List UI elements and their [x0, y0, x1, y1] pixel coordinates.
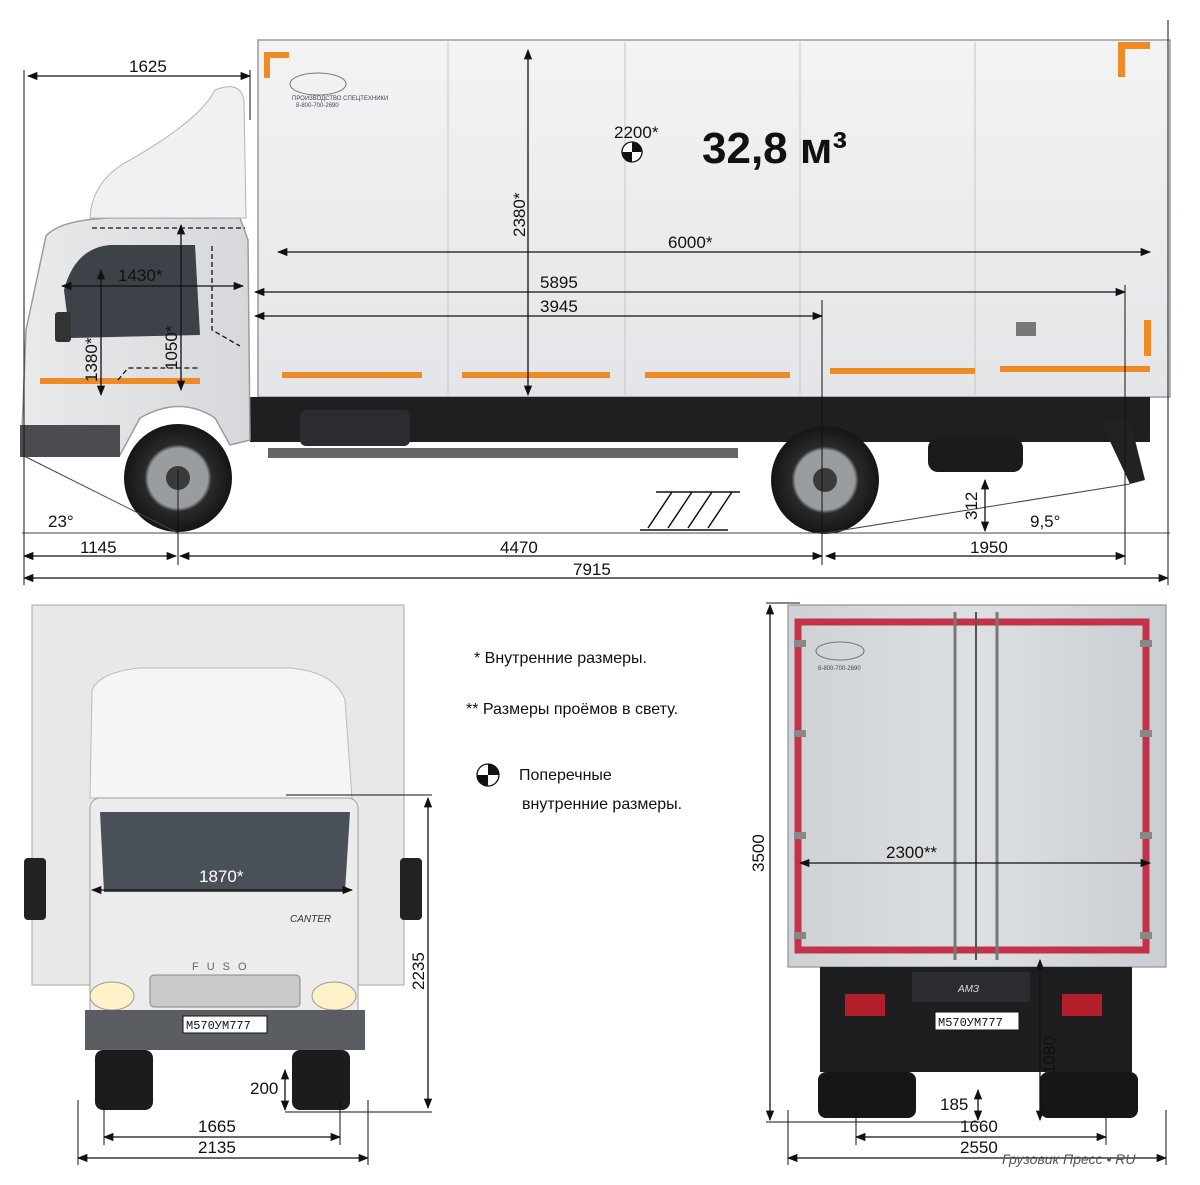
- dim-door-opening-width: 2300**: [886, 843, 937, 862]
- rear-bumper-plate-holder: [912, 972, 1030, 1002]
- rear-maker-logo: 8-800-700-2690: [815, 641, 865, 672]
- side-hatch: [1016, 322, 1036, 336]
- dim-rear-overhang: 1950: [970, 538, 1008, 557]
- rear-view: 8-800-700-2690 АМЗ М570УМ777 2300** 3500…: [749, 602, 1168, 1165]
- dim-departure-angle: 9,5°: [1030, 512, 1060, 531]
- orange-reflector-strips: [264, 42, 1151, 378]
- front-roof-deflector: [89, 667, 353, 799]
- svg-text:8-800-700-2690: 8-800-700-2690: [818, 666, 861, 672]
- front-plate-text: М570УМ777: [186, 1019, 251, 1033]
- front-right-tire: [292, 1050, 350, 1110]
- dim-height-2235: 2235: [409, 952, 428, 990]
- dim-track-rear: 1660: [960, 1117, 998, 1136]
- front-view: FUSO CANTER М570УМ777 1870* 2235 200 166…: [24, 604, 433, 1165]
- rear-right-light: [1062, 994, 1102, 1016]
- rear-left-light: [845, 994, 885, 1016]
- legend-line-3b: внутренние размеры.: [522, 796, 682, 813]
- left-headlight: [89, 981, 135, 1011]
- rear-logo: АМЗ: [957, 984, 979, 995]
- dim-cab-inner-width: 1430*: [118, 266, 163, 285]
- ground-hatch-icon: [640, 491, 740, 531]
- watermark: Грузовик Пресс • RU: [1002, 1151, 1136, 1167]
- volume-label: 32,8 м³: [702, 124, 847, 173]
- approach-line: [21, 454, 179, 534]
- dim-floor-height: 1080: [1040, 1036, 1059, 1074]
- dim-overall-height: 3500: [749, 834, 768, 872]
- box-transverse-icon: [621, 141, 643, 163]
- rear-right-tires: [1040, 1072, 1138, 1118]
- cargo-box: [257, 39, 1171, 398]
- departure-line: [824, 483, 1131, 534]
- dim-cab-inner-width-front: 1870*: [199, 867, 244, 886]
- cab-orange-stripe: [40, 378, 200, 384]
- dim-ground-clearance: 200: [250, 1079, 278, 1098]
- side-dimension-lines: [22, 20, 1170, 585]
- dim-box-transverse: 2200*: [614, 123, 659, 142]
- box-maker-logo: ПРОИЗВОДСТВО СПЕЦТЕХНИКИ 8-800-700-2690: [289, 72, 388, 109]
- svg-text:8-800-700-2690: 8-800-700-2690: [296, 103, 339, 109]
- dim-frame-3945: 3945: [540, 297, 578, 316]
- rear-hub-icon: [813, 468, 837, 492]
- right-headlight: [311, 981, 357, 1011]
- brand-fuso: FUSO: [192, 961, 255, 973]
- legend-line-2: ** Размеры проёмов в свету.: [466, 701, 678, 718]
- box-panel-seams: [447, 42, 976, 395]
- dim-overall-width: 2550: [960, 1138, 998, 1157]
- fuel-tank: [300, 410, 410, 446]
- side-guard: [268, 448, 738, 458]
- dim-front-overhang: 1145: [80, 538, 117, 557]
- roof-deflector: [89, 86, 247, 219]
- mirror-right: [400, 858, 422, 920]
- dim-frame-5895: 5895: [540, 273, 578, 292]
- legend-transverse-icon: [476, 763, 500, 787]
- dim-box-inner-length: 6000*: [668, 233, 713, 252]
- door-lock-bars: [953, 612, 999, 960]
- dim-wheelbase: 4470: [500, 538, 538, 557]
- grille: [149, 974, 301, 1008]
- front-dimension-lines: [76, 794, 433, 1165]
- windshield: [100, 812, 350, 892]
- rear-left-tires: [818, 1072, 916, 1118]
- legend-line-1: * Внутренние размеры.: [474, 650, 647, 667]
- dim-track-front: 1665: [198, 1117, 236, 1136]
- svg-text:ПРОИЗВОДСТВО СПЕЦТЕХНИКИ: ПРОИЗВОДСТВО СПЕЦТЕХНИКИ: [292, 96, 388, 102]
- dim-overall-length: 7915: [573, 560, 611, 579]
- front-bumper: [20, 425, 120, 457]
- dim-approach-angle: 23°: [48, 512, 74, 531]
- legend-line-3a: Поперечные: [519, 767, 612, 784]
- rear-plate-text: М570УМ777: [938, 1016, 1003, 1030]
- cab-window: [64, 245, 200, 338]
- model-canter: CANTER: [290, 914, 331, 925]
- dim-rear-clearance: 312: [962, 492, 981, 520]
- dim-box-inner-height: 2380*: [510, 192, 529, 237]
- front-left-tire: [95, 1050, 153, 1110]
- rear-red-reflective-border: [794, 618, 1150, 954]
- dim-cab-height-1380: 1380*: [82, 337, 101, 382]
- dim-width-2135: 2135: [198, 1138, 236, 1157]
- front-plate: [182, 1015, 268, 1034]
- rear-dimension-lines: [765, 602, 1168, 1165]
- rear-plate: [934, 1011, 1020, 1031]
- mirror-left: [24, 858, 46, 920]
- dim-cab-height-1050: 1050*: [162, 325, 181, 370]
- cab-interior-dashed: [92, 227, 245, 381]
- rear-underride: [1100, 420, 1145, 484]
- dim-front-overhang-cab: 1625: [129, 57, 167, 76]
- side-mirror: [55, 312, 71, 342]
- dim-rear-ground-clearance: 185: [940, 1095, 968, 1114]
- door-hinges: [794, 640, 1152, 939]
- legend: * Внутренние размеры. ** Размеры проёмов…: [466, 650, 682, 813]
- side-view: ПРОИЗВОДСТВО СПЕЦТЕХНИКИ 8-800-700-2690: [20, 20, 1171, 585]
- spare-wheel: [928, 438, 1023, 472]
